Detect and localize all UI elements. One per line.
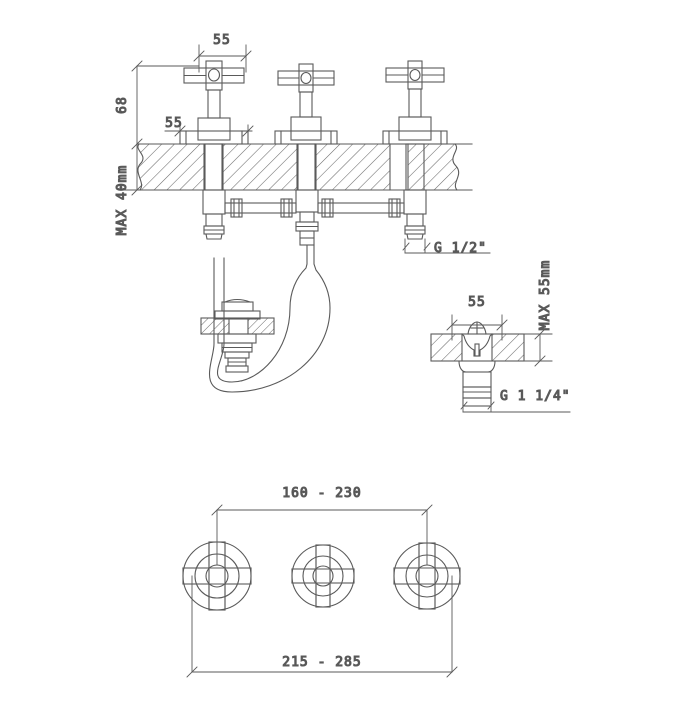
popup-lift-rod-assembly: [200, 298, 275, 373]
centre-escutcheon: [274, 130, 338, 145]
dim-wall-thickness: MAX 40mm: [115, 165, 130, 236]
waste-detail-dimensions: [446, 314, 571, 413]
right-escutcheon: [382, 130, 448, 145]
dim-waste-flange-width: 55: [468, 295, 486, 310]
union-nut-2: [280, 198, 293, 218]
union-nut-4: [388, 198, 401, 218]
left-body-sleeve: [197, 117, 231, 141]
elevation-dimensions: [123, 44, 491, 254]
lift-rod-collar: [214, 310, 261, 320]
plan-handle-right: [393, 542, 461, 610]
flexible-hose: [208, 244, 331, 393]
wall-section-hatched: [136, 143, 473, 191]
plan-view-dimensions: [186, 504, 458, 678]
plan-handle-centre: [291, 544, 355, 608]
dim-inlet-thread: G 1/2": [434, 241, 487, 256]
dim-handle-height: 68: [115, 96, 130, 114]
left-stem: [207, 89, 221, 119]
union-nut-3: [321, 198, 334, 218]
plan-view: [182, 541, 461, 611]
dim-deck-thickness: MAX 55mm: [538, 260, 553, 331]
dim-inner-spread: 160 - 230: [282, 486, 361, 501]
dim-escutcheon-width: 55: [165, 116, 183, 131]
dim-handle-width: 55: [213, 33, 231, 48]
dim-outlet-thread: G 1 1/4": [500, 389, 571, 404]
dim-outer-spread: 215 - 285: [282, 655, 361, 670]
left-cross-handle: [183, 60, 245, 91]
lift-rod-knob: [221, 301, 254, 312]
left-escutcheon: [179, 130, 249, 145]
centre-cross-handle: [277, 63, 335, 93]
right-cross-handle: [385, 60, 445, 90]
waste-detail-view: [430, 321, 525, 407]
connecting-pipework: [224, 198, 405, 218]
left-shank: [204, 143, 224, 191]
union-nut-1: [230, 198, 243, 218]
right-tap-assembly: [382, 60, 448, 240]
